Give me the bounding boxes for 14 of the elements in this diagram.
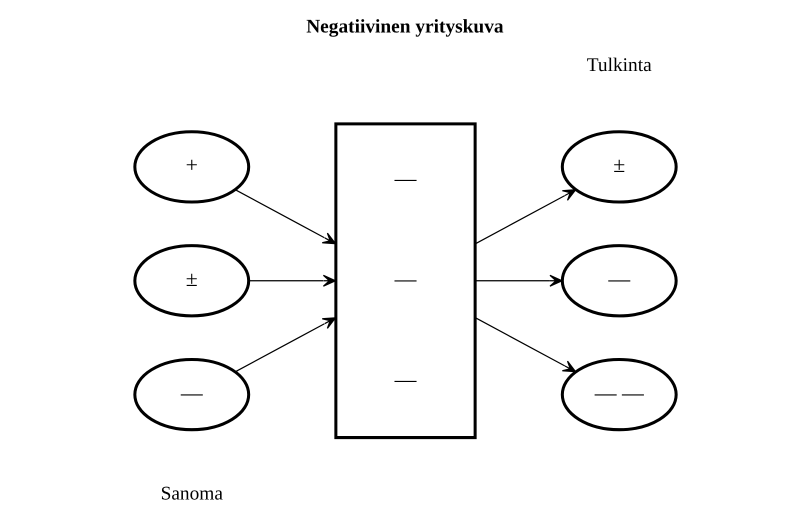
node-ellipse: — — [560, 244, 678, 318]
arrow — [475, 317, 576, 372]
node-ellipse: + — [133, 130, 250, 204]
diagram-title: Negatiivinen yrityskuva — [306, 16, 504, 38]
arrow — [234, 317, 336, 372]
label: Sanoma — [160, 484, 223, 505]
arrow — [234, 189, 336, 244]
arrow — [475, 274, 563, 287]
node-box: — — — — [334, 122, 477, 440]
arrow — [475, 189, 576, 244]
label: Tulkinta — [586, 55, 652, 76]
arrow — [249, 274, 336, 287]
node-ellipse: ± — [133, 244, 250, 318]
node-ellipse: — — [133, 358, 250, 432]
